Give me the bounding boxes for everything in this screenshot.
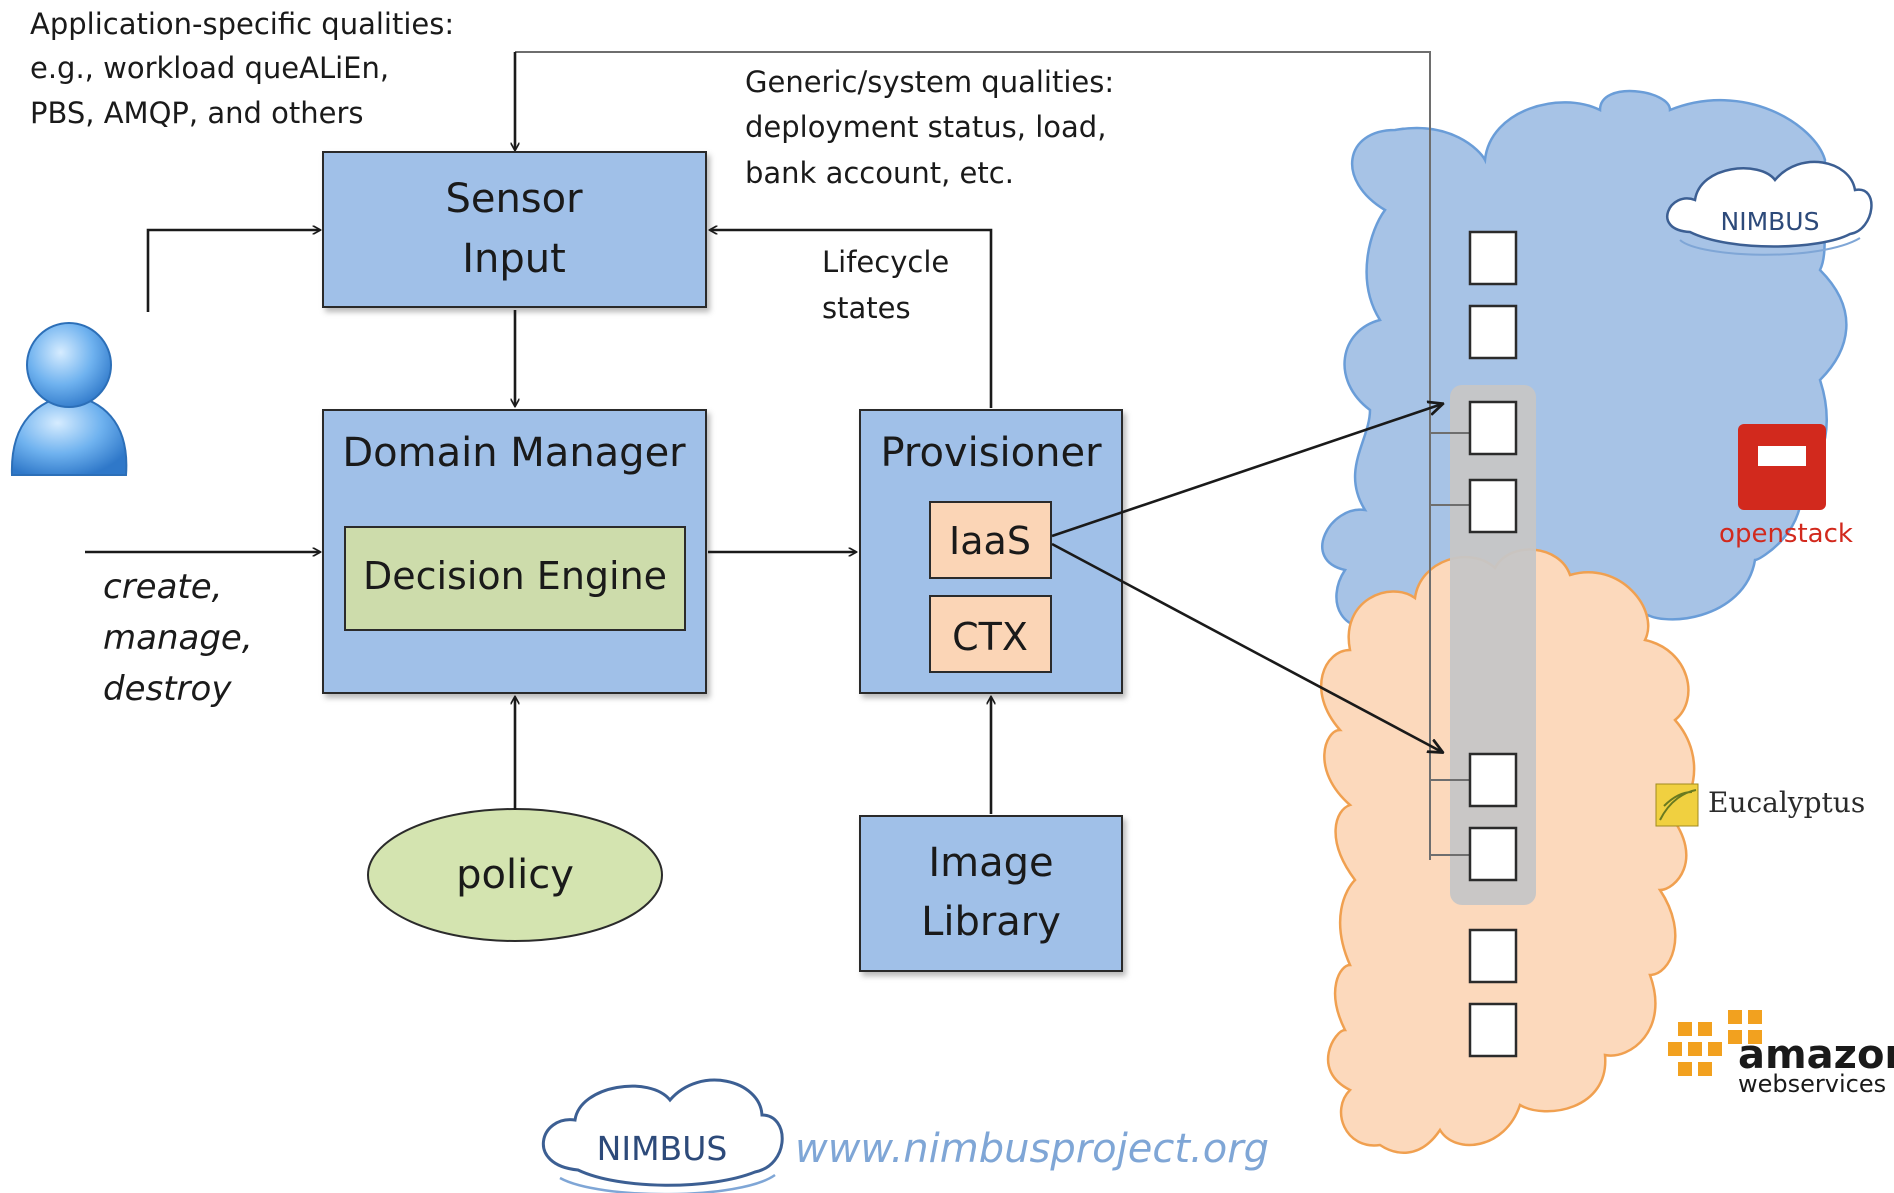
- policy-ellipse: policy: [367, 808, 663, 942]
- vm-instances: [1468, 230, 1518, 1058]
- svg-text:Library: Library: [921, 899, 1061, 945]
- vm-instance: [1468, 826, 1518, 882]
- svg-text:NIMBUS: NIMBUS: [597, 1129, 728, 1168]
- project-url[interactable]: www.nimbusproject.org: [795, 1126, 1269, 1172]
- svg-text:PBS, AMQP, and others: PBS, AMQP, and others: [30, 96, 363, 130]
- nimbus-footer-logo: NIMBUS: [542, 1078, 784, 1193]
- svg-text:openstack: openstack: [1719, 519, 1853, 549]
- openstack-logo: openstack: [1719, 424, 1853, 549]
- svg-text:Sensor: Sensor: [445, 176, 583, 222]
- eucalyptus-logo: Eucalyptus: [1655, 783, 1865, 827]
- svg-text:Lifecycle: Lifecycle: [822, 245, 949, 279]
- svg-text:bank account, etc.: bank account, etc.: [745, 156, 1014, 190]
- vm-instance: [1468, 400, 1518, 456]
- svg-text:deployment status, load,: deployment status, load,: [745, 110, 1106, 144]
- vm-instance: [1468, 752, 1518, 808]
- nimbus-logo: NIMBUS: [1666, 160, 1873, 256]
- vm-instance: [1468, 304, 1518, 360]
- flow-arrows: [85, 230, 1442, 814]
- svg-text:destroy: destroy: [103, 669, 232, 709]
- svg-text:webservices: webservices: [1738, 1070, 1886, 1098]
- svg-text:Provisioner: Provisioner: [880, 430, 1102, 476]
- sensor-input-box: Sensor Input: [322, 151, 707, 308]
- generic-annotation: Generic/system qualities: deployment sta…: [745, 65, 1114, 190]
- amazon-web-services-logo: amazon webservices: [1668, 1010, 1894, 1098]
- svg-text:Eucalyptus: Eucalyptus: [1708, 786, 1865, 819]
- vm-instance: [1468, 478, 1518, 534]
- commands-annotation: create, manage, destroy: [103, 567, 253, 709]
- svg-text:Domain Manager: Domain Manager: [342, 430, 686, 476]
- svg-text:create,: create,: [103, 567, 222, 607]
- decision-engine-box: Decision Engine: [344, 526, 686, 631]
- vm-connectors: [1430, 432, 1470, 856]
- iaas-box: IaaS: [929, 501, 1052, 579]
- svg-text:IaaS: IaaS: [949, 519, 1031, 563]
- svg-text:states: states: [822, 291, 911, 325]
- svg-text:manage,: manage,: [103, 618, 253, 658]
- vm-instance: [1468, 230, 1518, 286]
- svg-text:Generic/system qualities:: Generic/system qualities:: [745, 65, 1114, 99]
- app-specific-annotation: Application-specific qualities: e.g., wo…: [30, 7, 454, 130]
- svg-text:policy: policy: [456, 852, 574, 898]
- vm-instance: [1468, 928, 1518, 984]
- svg-text:CTX: CTX: [952, 615, 1028, 659]
- svg-text:Decision Engine: Decision Engine: [363, 554, 667, 598]
- lifecycle-annotation: Lifecycle states: [822, 245, 949, 325]
- svg-text:Application-specific qualities: Application-specific qualities:: [30, 7, 454, 41]
- svg-text:Input: Input: [462, 236, 566, 282]
- feedback-line: [515, 51, 1431, 860]
- user-icon: [10, 322, 128, 476]
- svg-text:amazon: amazon: [1738, 1032, 1894, 1078]
- svg-text:Image: Image: [928, 840, 1053, 886]
- svg-text:e.g., workload queALiEn,: e.g., workload queALiEn,: [30, 51, 389, 85]
- svg-text:NIMBUS: NIMBUS: [1721, 207, 1820, 236]
- ctx-box: CTX: [929, 595, 1052, 673]
- image-library-box: Image Library: [859, 815, 1123, 972]
- vm-instance: [1468, 1002, 1518, 1058]
